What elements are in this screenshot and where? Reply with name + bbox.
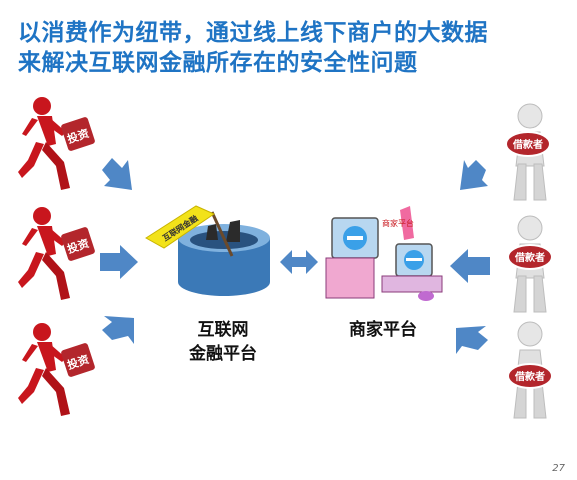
investor-figure-1 [18, 97, 95, 190]
slide-title: 以消费作为纽带，通过线上线下商户的大数据 来解决互联网金融所存在的安全性问题 [18, 18, 558, 78]
arrow-investor-1-to-platform [102, 158, 132, 190]
arrow-borrower-3-to-merchant [456, 326, 488, 354]
borrower-sign-3: 借款者 [507, 363, 553, 389]
arrow-borrower-1-to-merchant [460, 160, 488, 190]
platform-label-line-1: 互联网 [197, 320, 249, 340]
investor-figure-2 [18, 207, 95, 300]
platform-label: 互联网 金融平台 [168, 318, 278, 366]
svg-text:借款者: 借款者 [514, 370, 545, 383]
arrow-investor-3-to-platform [102, 316, 134, 344]
arrow-platform-merchant [280, 250, 318, 274]
page-number: 27 [552, 463, 565, 474]
borrower-sign-2: 借款者 [507, 244, 553, 270]
platform-illustration [145, 205, 270, 296]
investor-tag-3: 投资 [65, 352, 90, 372]
merchant-screen-text: 商家平台 [382, 218, 414, 228]
slide-title-line-1: 以消费作为纽带，通过线上线下商户的大数据 [18, 20, 488, 46]
investor-tag-2: 投资 [65, 236, 90, 256]
svg-text:借款者: 借款者 [512, 138, 543, 151]
slide-title-line-2: 来解决互联网金融所存在的安全性问题 [18, 50, 418, 76]
investor-tag-1: 投资 [65, 126, 90, 146]
merchant-label: 商家平台 [349, 320, 417, 340]
borrower-sign-1: 借款者 [505, 131, 551, 157]
arrow-borrower-2-to-merchant [450, 249, 490, 283]
merchant-illustration [325, 206, 443, 301]
svg-text:借款者: 借款者 [514, 251, 545, 264]
investor-figure-3 [18, 323, 95, 416]
arrow-investor-2-to-platform [100, 245, 138, 279]
platform-label-line-2: 金融平台 [189, 344, 257, 364]
